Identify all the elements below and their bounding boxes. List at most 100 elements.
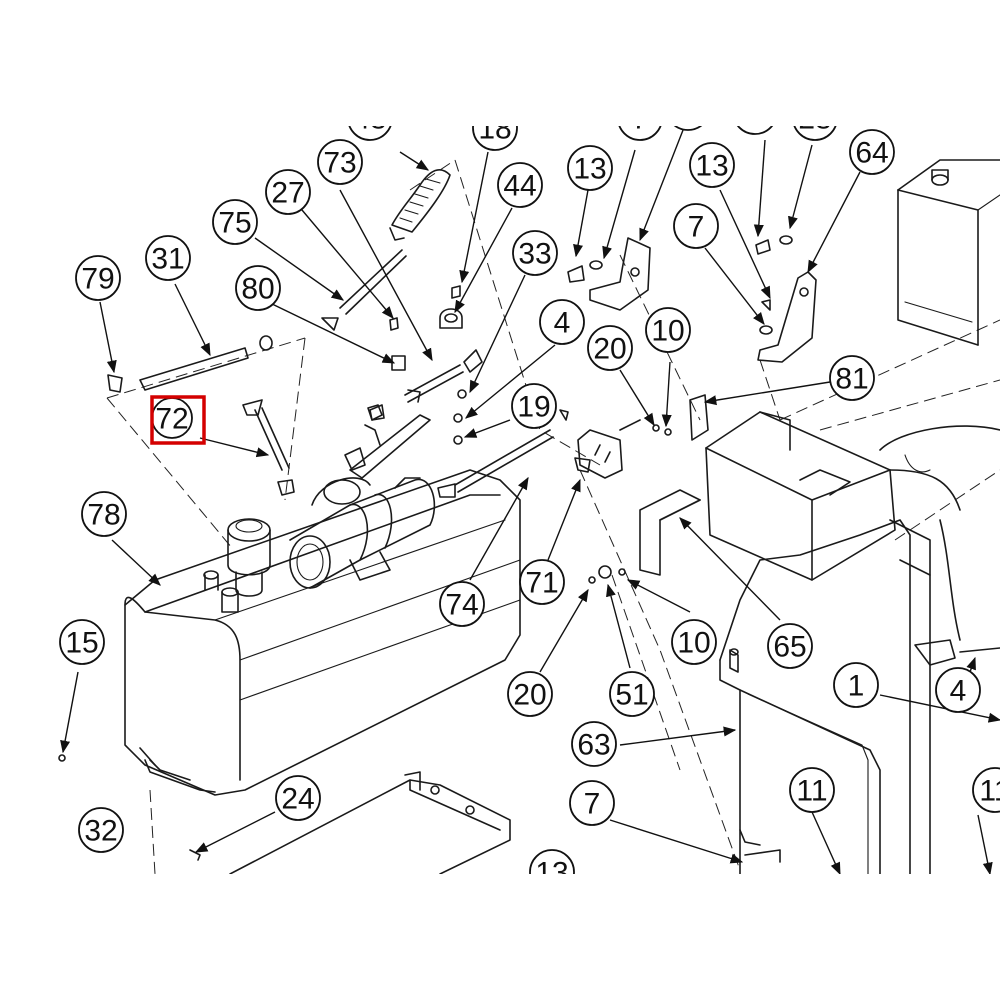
callout-28: 28 xyxy=(793,103,837,141)
upper-brackets xyxy=(567,235,817,363)
callout-label: 27 xyxy=(271,177,304,210)
callout-circle xyxy=(317,139,363,185)
callout-4a: 4 xyxy=(539,299,585,345)
callout-circle xyxy=(645,307,691,353)
callout-label: 10 xyxy=(651,315,684,348)
rods-and-cables xyxy=(107,249,554,498)
callout-label: 4 xyxy=(950,675,967,708)
callout-label: 65 xyxy=(773,631,806,664)
callout-15: 15 xyxy=(59,619,105,665)
callout-10a: 10 xyxy=(645,307,691,353)
callout-circle xyxy=(671,619,717,665)
valve-bracket xyxy=(559,409,641,479)
leader-lines xyxy=(60,126,1000,874)
callout-19: 19 xyxy=(511,383,557,429)
callout-label: 20 xyxy=(593,333,626,366)
callout-label: 51 xyxy=(615,679,648,712)
frame-plate xyxy=(719,519,1000,874)
callout-80: 80 xyxy=(235,265,281,311)
callout-78: 78 xyxy=(81,491,127,537)
callout-circle xyxy=(587,325,633,371)
callout-11a: 11 xyxy=(789,767,835,813)
callout-13a: 13 xyxy=(567,145,613,191)
callout-79: 79 xyxy=(75,255,121,301)
callout-circle xyxy=(439,581,485,627)
control-lever xyxy=(344,389,431,479)
callout-label: 20 xyxy=(513,679,546,712)
callout-circle xyxy=(235,265,281,311)
callout-label: 15 xyxy=(65,627,98,660)
callout-top-cut-a xyxy=(673,126,703,131)
callout-circle xyxy=(793,126,837,141)
callout-label: 48 xyxy=(353,103,386,136)
callout-71: 71 xyxy=(519,559,565,605)
callout-top-cut-b: 8 xyxy=(736,126,774,135)
callout-label: 7 xyxy=(584,788,601,821)
callout-circle xyxy=(689,142,735,188)
callout-circle xyxy=(789,767,835,813)
callout-circle xyxy=(539,299,585,345)
callout-label: 13 xyxy=(695,150,728,183)
callout-circle xyxy=(59,619,105,665)
return-filter xyxy=(289,477,436,589)
callout-75: 75 xyxy=(212,199,258,245)
callout-circle xyxy=(609,671,655,717)
callout-circle xyxy=(348,126,392,141)
callout-label: 13 xyxy=(535,857,568,890)
callout-label: 24 xyxy=(281,783,314,816)
highlight-box xyxy=(150,395,206,445)
callout-label: 13 xyxy=(573,153,606,186)
callout-label: 71 xyxy=(525,567,558,600)
callout-circle xyxy=(569,780,615,826)
callout-circle xyxy=(673,203,719,249)
callout-label: 31 xyxy=(151,243,184,276)
callout-circle xyxy=(75,255,121,301)
callout-label: 64 xyxy=(855,137,888,170)
callout-27: 27 xyxy=(265,169,311,215)
callout-label: 63 xyxy=(577,729,610,762)
callout-44: 44 xyxy=(497,162,543,208)
callout-circle xyxy=(472,126,518,151)
callout-circle xyxy=(618,126,662,141)
callout-31: 31 xyxy=(145,235,191,281)
callout-20a: 20 xyxy=(587,325,633,371)
callout-circle xyxy=(736,126,774,135)
callout-circle xyxy=(529,849,575,874)
callout-1: 1 xyxy=(833,662,879,708)
callout-4b: 4 xyxy=(935,667,981,713)
callout-72-label: 72 xyxy=(155,403,188,436)
callout-10b: 10 xyxy=(671,619,717,665)
callout-label: 1 xyxy=(848,670,865,703)
callout-circle xyxy=(507,671,553,717)
callout-7b: 7 xyxy=(673,203,719,249)
callout-73: 73 xyxy=(317,139,363,185)
callout-circle xyxy=(212,199,258,245)
callout-label: 19 xyxy=(517,391,550,424)
callout-circle xyxy=(571,721,617,767)
callout-label: 78 xyxy=(87,499,120,532)
callout-circle xyxy=(767,623,813,669)
small-washers-mid xyxy=(588,424,672,584)
callout-label: 28 xyxy=(798,103,831,136)
battery-box xyxy=(897,159,1000,346)
callout-48: 48 xyxy=(348,103,392,141)
callout-circle xyxy=(829,355,875,401)
callout-7a: 7 xyxy=(618,103,662,141)
callout-label: 10 xyxy=(677,627,710,660)
callout-label: 7 xyxy=(632,103,649,136)
callout-circle xyxy=(275,775,321,821)
callout-65: 65 xyxy=(767,623,813,669)
callout-13c: 13 xyxy=(529,849,575,890)
callout-circle xyxy=(833,662,879,708)
callout-circle xyxy=(512,230,558,276)
callout-circle xyxy=(265,169,311,215)
lower-plate xyxy=(58,754,511,874)
callout-label: 32 xyxy=(84,815,117,848)
callout-13b: 13 xyxy=(689,142,735,188)
callout-label: 11 xyxy=(979,775,1000,808)
callout-51: 51 xyxy=(609,671,655,717)
callout-label: 18 xyxy=(478,113,511,146)
callout-label: 33 xyxy=(518,238,551,271)
callout-74: 74 xyxy=(439,581,485,627)
